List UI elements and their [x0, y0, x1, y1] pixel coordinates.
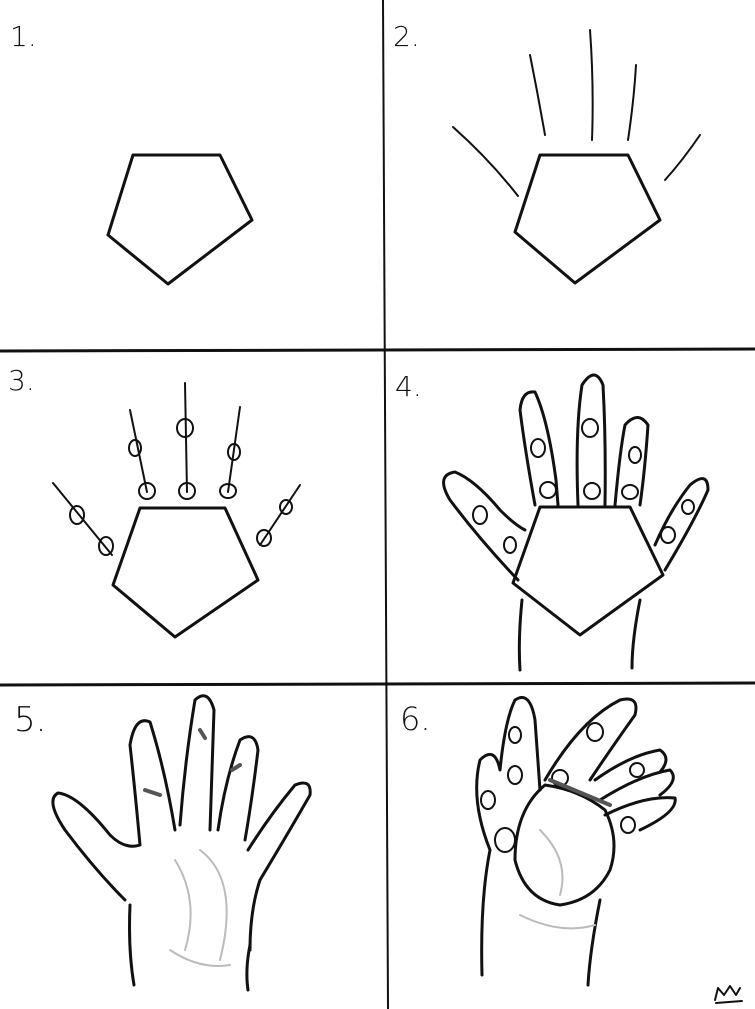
artist-signature-logo: [714, 985, 743, 1004]
panel-1-pentagon: [106, 153, 254, 286]
panel-5-finished-hand: [51, 694, 312, 992]
panel-6-foreshortened-hand: [475, 696, 677, 987]
step-label-5: 5.: [14, 700, 47, 740]
step-label-4: 4.: [395, 370, 422, 403]
step-label-3: 3.: [8, 364, 35, 397]
panel-3-joint-circles: [52, 382, 301, 639]
panel-4-hand-outline: [442, 373, 710, 672]
panel-2-pentagon-with-finger-lines: [452, 29, 701, 285]
step-label-2: 2.: [393, 20, 420, 53]
step-label-6: 6.: [400, 700, 431, 738]
step-label-1: 1.: [10, 20, 37, 53]
